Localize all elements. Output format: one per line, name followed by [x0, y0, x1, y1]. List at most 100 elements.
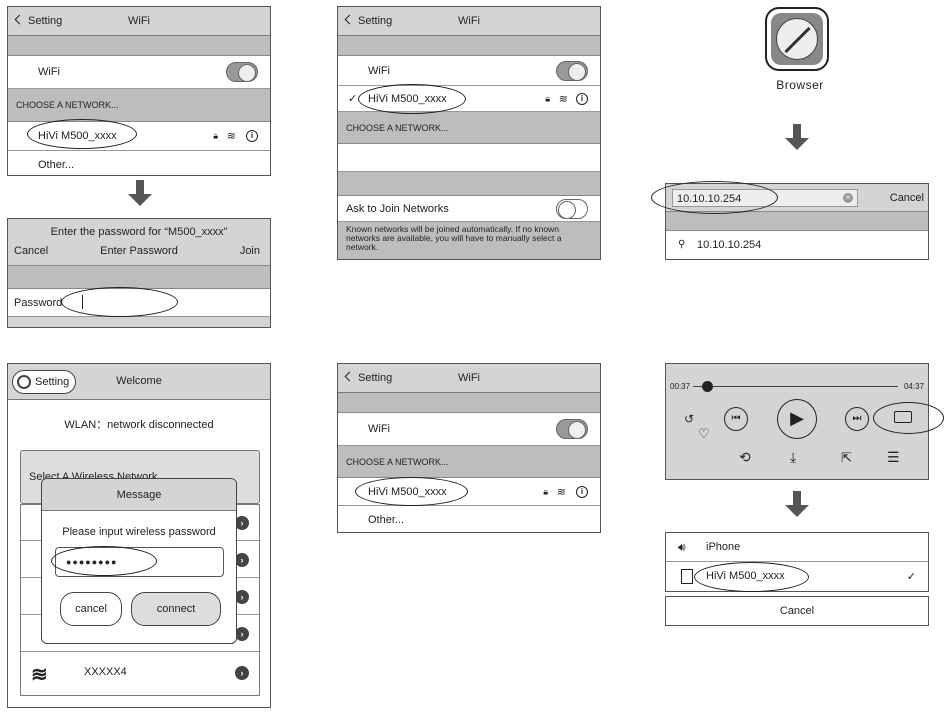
- speaker-device-icon: [681, 569, 693, 584]
- export-icon[interactable]: ⇱: [841, 450, 852, 465]
- choose-network-header: CHOOSE A NETWORK...: [8, 89, 270, 122]
- setting-label: Setting: [35, 376, 70, 388]
- cancel-button[interactable]: Cancel: [889, 192, 924, 204]
- speaker-icon: 🔊︎: [678, 540, 686, 554]
- play-button[interactable]: ▶: [777, 399, 817, 439]
- page-title: WiFi: [458, 15, 480, 27]
- page-title: WiFi: [458, 372, 480, 384]
- wlan-status: WLAN：network disconnected: [64, 419, 214, 431]
- network-name: XXXXX4: [84, 666, 127, 678]
- ask-to-join-row: Ask to Join Networks: [338, 196, 600, 222]
- wifi-label: WiFi: [368, 423, 390, 435]
- highlight-ellipse: [651, 181, 778, 214]
- highlight-ellipse: [61, 287, 178, 317]
- nav-bar: Setting WiFi: [338, 364, 600, 393]
- share-icon[interactable]: ↺: [684, 412, 695, 426]
- clear-icon[interactable]: ×: [843, 193, 853, 203]
- progress-scrubber[interactable]: [702, 381, 714, 392]
- other-label: Other...: [38, 158, 75, 171]
- network-list-item[interactable]: ›: [21, 615, 259, 652]
- url-suggestion-row[interactable]: ⚲ 10.10.10.254: [666, 231, 928, 259]
- wifi-toggle[interactable]: [226, 62, 258, 82]
- repeat-icon[interactable]: ⟲: [739, 449, 751, 465]
- highlight-ellipse: [27, 119, 137, 149]
- spacer-band: [666, 212, 928, 231]
- chevron-right-icon: ›: [235, 553, 249, 567]
- wifi-label: WiFi: [368, 64, 390, 77]
- wifi-label: WiFi: [38, 66, 60, 78]
- wifi-toggle[interactable]: [556, 60, 588, 81]
- info-icon[interactable]: i: [576, 485, 588, 498]
- suggestion-text: 10.10.10.254: [697, 239, 762, 251]
- next-track-button[interactable]: ⏭: [845, 407, 869, 431]
- down-arrow-icon: [785, 124, 809, 150]
- browser-app-icon[interactable]: [765, 7, 829, 71]
- join-button[interactable]: Join: [239, 245, 260, 257]
- join-note: Known networks will be joined automatica…: [338, 222, 600, 259]
- dialog-title: Message: [42, 479, 236, 511]
- highlight-ellipse: [358, 84, 466, 114]
- info-icon[interactable]: i: [246, 130, 258, 142]
- wifi-signal-icon: ≋: [226, 130, 236, 143]
- back-button[interactable]: Setting: [16, 15, 62, 27]
- airplay-cancel-panel: Cancel: [665, 596, 929, 626]
- ask-label: Ask to Join Networks: [346, 203, 449, 215]
- empty-row: [338, 144, 600, 172]
- heart-icon[interactable]: ♡: [698, 426, 710, 441]
- setting-button[interactable]: Setting: [12, 370, 76, 394]
- wifi-toggle-row: WiFi: [8, 56, 270, 89]
- chevron-right-icon: ›: [235, 516, 249, 530]
- lock-icon: 🔒︎: [543, 486, 548, 496]
- wifi-signal-icon: ≋: [558, 93, 568, 105]
- playlist-icon[interactable]: ☰: [887, 449, 900, 465]
- nav-bar: Setting WiFi: [338, 7, 600, 36]
- wifi-settings-panel-connected: Setting WiFi WiFi ✓ HiVi M500_xxxx 🔒︎ ≋ …: [337, 6, 601, 260]
- ask-toggle[interactable]: [556, 198, 588, 219]
- download-icon[interactable]: ⤓: [790, 449, 797, 465]
- connect-button[interactable]: connect: [131, 592, 221, 626]
- search-icon: ⚲: [678, 239, 686, 250]
- info-icon[interactable]: i: [576, 92, 588, 105]
- password-label: Password: [14, 297, 63, 309]
- wifi-settings-panel-2: Setting WiFi WiFi CHOOSE A NETWORK... Hi…: [337, 363, 601, 533]
- other-network-row[interactable]: Other...: [8, 151, 270, 175]
- cancel-button[interactable]: cancel: [60, 592, 122, 626]
- choose-network-header: CHOOSE A NETWORK...: [338, 446, 600, 478]
- spacer-band: [338, 36, 600, 56]
- wifi-toggle-row: WiFi: [338, 56, 600, 86]
- lock-icon: 🔒︎: [545, 93, 550, 103]
- cancel-button[interactable]: Cancel: [14, 245, 49, 257]
- spacer-band: [338, 393, 600, 413]
- highlight-ellipse: [355, 477, 468, 506]
- highlight-ellipse: [694, 562, 809, 592]
- wifi-toggle-row: WiFi: [338, 413, 600, 446]
- network-list-item[interactable]: ≋ XXXXX4 ›: [21, 652, 259, 694]
- compass-icon: [776, 18, 818, 60]
- page-title: Welcome: [116, 375, 162, 387]
- wifi-toggle[interactable]: [556, 419, 588, 439]
- progress-track[interactable]: [693, 386, 898, 387]
- wifi-settings-panel-1: Setting WiFi WiFi CHOOSE A NETWORK... Hi…: [7, 6, 271, 176]
- choose-network-header: CHOOSE A NETWORK...: [338, 112, 600, 144]
- cancel-button[interactable]: Cancel: [779, 605, 815, 617]
- highlight-ellipse: [51, 546, 157, 576]
- back-button[interactable]: Setting: [346, 15, 392, 27]
- down-arrow-icon: [128, 180, 152, 206]
- page-title: WiFi: [128, 15, 150, 27]
- welcome-header: Setting Welcome: [8, 364, 270, 400]
- other-label: Other...: [368, 513, 405, 526]
- password-prompt: Enter the password for “M500_xxxx”: [50, 226, 228, 238]
- other-network-row[interactable]: Other...: [338, 506, 600, 532]
- back-button[interactable]: Setting: [346, 372, 392, 384]
- enter-password-panel: Enter the password for “M500_xxxx” Cance…: [7, 218, 271, 328]
- dialog-prompt: Please input wireless password: [62, 526, 216, 538]
- spacer-band: [338, 172, 600, 196]
- previous-track-button[interactable]: ⏮: [724, 407, 748, 431]
- music-player-panel: 00:37 04:37 ↺ ♡ ⏮ ▶ ⏭ ⟲ ⤓ ⇱ ☰: [665, 363, 929, 480]
- iphone-row[interactable]: 🔊︎ iPhone: [666, 533, 928, 562]
- chevron-right-icon: ›: [235, 590, 249, 604]
- spacer-band: [8, 265, 270, 289]
- check-icon: ✓: [348, 93, 358, 105]
- down-arrow-icon: [785, 491, 809, 517]
- section-label: CHOOSE A NETWORK...: [16, 100, 119, 110]
